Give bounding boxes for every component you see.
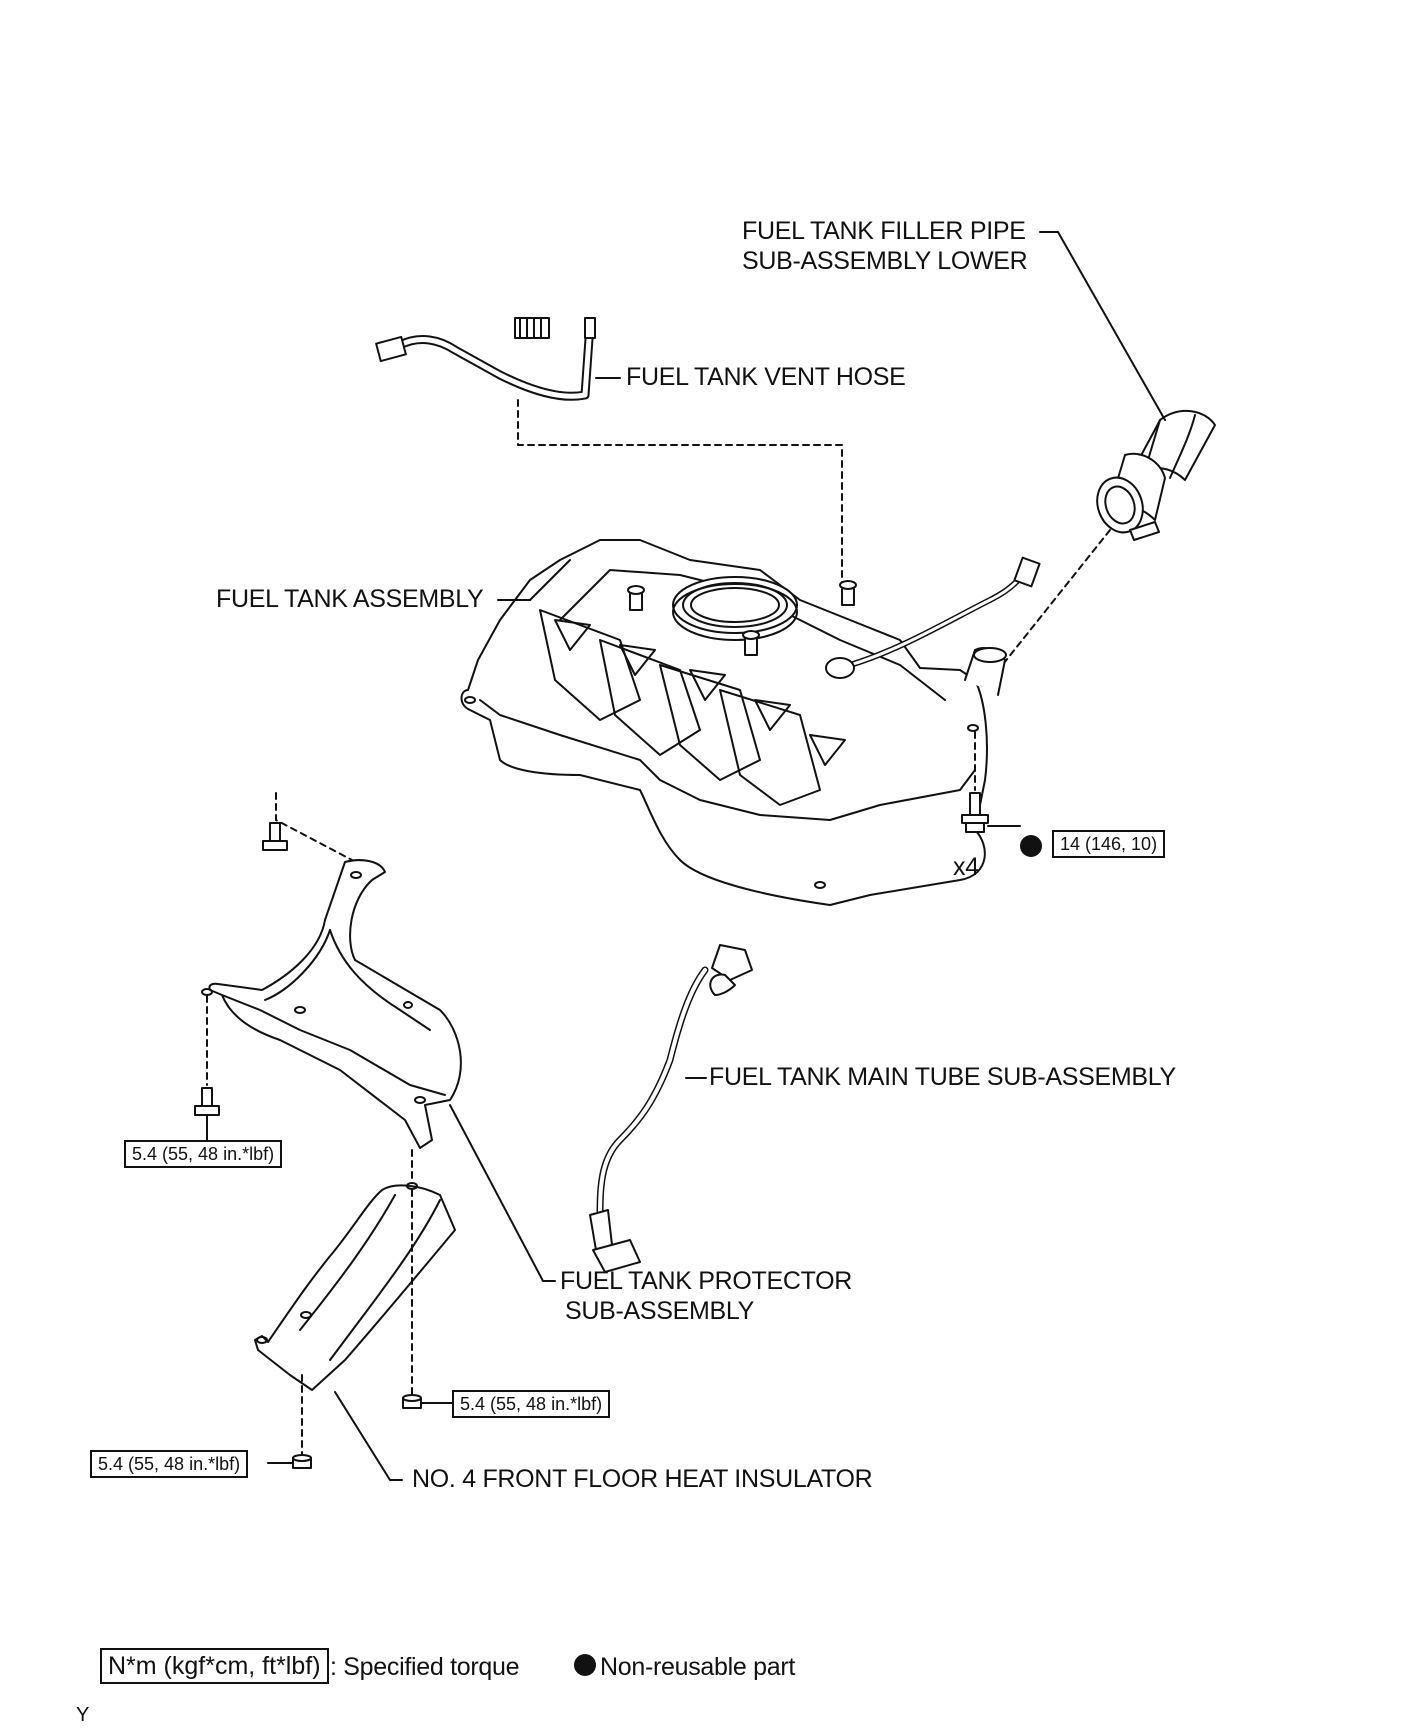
protector-top-dash	[275, 792, 353, 861]
protector-label-line1: FUEL TANK PROTECTOR	[560, 1267, 853, 1295]
torque-tank-bolt: 14 (146, 10)	[1052, 830, 1166, 858]
filler-pipe-drawing	[1096, 409, 1216, 541]
protector-label-line2: SUB-ASSEMBLY	[565, 1297, 755, 1325]
insulator-label-leader	[334, 1391, 403, 1481]
tank-assembly-label: FUEL TANK ASSEMBLY	[216, 585, 484, 613]
protector-bolt-left	[194, 1087, 220, 1116]
legend-torque-unit-box: N*m (kgf*cm, ft*lbf)	[100, 1648, 329, 1684]
torque-insulator-nut-left: 5.4 (55, 48 in.*lbf)	[90, 1450, 249, 1478]
vent-hose-dash	[517, 399, 843, 591]
legend-torque-desc: : Specified torque	[330, 1653, 520, 1681]
tank-bolt-drawing	[961, 792, 989, 833]
fuel-tank-drawing	[460, 539, 1041, 906]
torque-insulator-nut-right: 5.4 (55, 48 in.*lbf)	[452, 1390, 611, 1418]
filler-pipe-label-line1: FUEL TANK FILLER PIPE	[742, 217, 1026, 245]
insulator-nut-left	[292, 1454, 312, 1469]
protector-label-leader	[449, 1104, 556, 1282]
bolt-quantity-label: x4	[953, 853, 979, 881]
vent-hose-drawing	[375, 317, 596, 401]
protector-bolt-top	[262, 822, 288, 851]
main-tube-drawing	[589, 944, 753, 1273]
figure-code: Y	[76, 1704, 90, 1726]
main-tube-label: FUEL TANK MAIN TUBE SUB-ASSEMBLY	[709, 1063, 1176, 1091]
nonreusable-dot	[1020, 835, 1042, 857]
legend-nonreusable-dot	[574, 1654, 596, 1676]
insulator-nut-right	[402, 1394, 422, 1409]
heat-insulator-label: NO. 4 FRONT FLOOR HEAT INSULATOR	[412, 1465, 873, 1493]
torque-protector-bolt: 5.4 (55, 48 in.*lbf)	[124, 1140, 283, 1168]
insulator-drawing	[254, 1182, 456, 1391]
filler-pipe-label-line2: SUB-ASSEMBLY LOWER	[742, 247, 1028, 275]
protector-drawing	[201, 859, 462, 1149]
legend-nonreusable-label: Non-reusable part	[600, 1653, 796, 1681]
filler-pipe-leader	[1039, 231, 1166, 421]
vent-hose-label: FUEL TANK VENT HOSE	[626, 363, 906, 391]
filler-pipe-dash	[999, 529, 1111, 669]
